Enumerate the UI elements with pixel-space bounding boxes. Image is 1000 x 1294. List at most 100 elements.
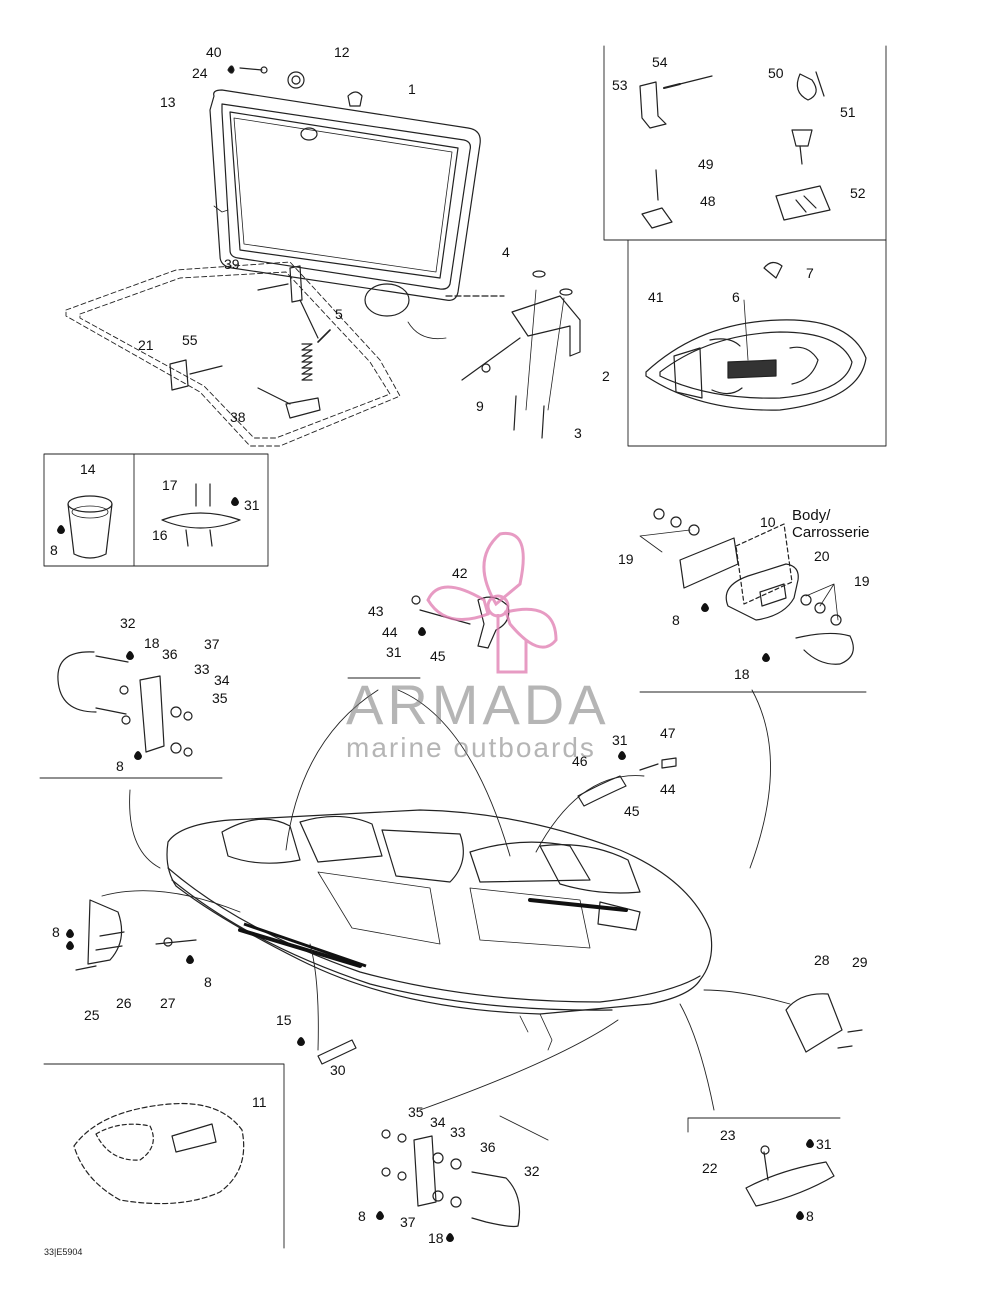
hull-decal [243, 922, 367, 968]
callout-53: 53 [612, 77, 628, 93]
callout-29: 29 [852, 954, 868, 970]
callout-1: 1 [408, 81, 416, 97]
callout-42: 42 [452, 565, 468, 581]
callout-38: 38 [230, 409, 246, 425]
callout-8-bottom: 8 [358, 1208, 366, 1224]
callout-45-top: 45 [430, 648, 446, 664]
body-label-line1: Body/ [792, 507, 831, 524]
callout-21: 21 [138, 337, 154, 353]
body-label-line2: Carrosserie [792, 524, 870, 541]
fastener-40 [227, 65, 363, 107]
callout-12: 12 [334, 44, 350, 60]
callout-49: 49 [698, 156, 714, 172]
callout-54: 54 [652, 54, 668, 70]
watermark-title: ARMADA [346, 673, 610, 736]
callout-45-mid: 45 [624, 803, 640, 819]
callout-23: 23 [720, 1127, 736, 1143]
callout-20: 20 [814, 548, 830, 564]
callout-52: 52 [850, 185, 866, 201]
storage-bin-outline [65, 261, 401, 447]
callout-35-left: 35 [212, 690, 228, 706]
callout-32-bottom: 32 [524, 1163, 540, 1179]
callout-22: 22 [702, 1160, 718, 1176]
callout-31-bottom: 31 [816, 1136, 832, 1152]
callout-8-27: 8 [204, 974, 212, 990]
callout-44-top: 44 [382, 624, 398, 640]
storage-cover-lid [209, 89, 481, 301]
callout-31-top: 31 [386, 644, 402, 660]
callout-35-bottom: 35 [408, 1104, 424, 1120]
hull-top-view-box [627, 239, 887, 447]
callout-15: 15 [276, 1012, 292, 1028]
callout-8-cup: 8 [50, 542, 58, 558]
callout-50: 50 [768, 65, 784, 81]
callout-39: 39 [224, 256, 240, 272]
bottom-right-mount [745, 1145, 835, 1207]
callout-28: 28 [814, 952, 830, 968]
callout-37-bottom: 37 [400, 1214, 416, 1230]
callout-18-right: 18 [734, 666, 750, 682]
leader-lines [39, 677, 867, 1141]
watermark-logo-icon [426, 531, 558, 674]
watercraft-hull [166, 809, 713, 1051]
callout-14: 14 [80, 461, 96, 477]
stern-hook-assembly [75, 899, 197, 971]
callout-11: 11 [252, 1094, 267, 1110]
callout-41: 41 [648, 289, 664, 305]
callout-33-left: 33 [194, 661, 210, 677]
watermark-subtitle: marine outboards [346, 732, 596, 763]
callout-8-22: 8 [806, 1208, 814, 1224]
callout-6: 6 [732, 289, 740, 305]
hardware-box-top-right [603, 45, 887, 241]
callout-37-left: 37 [204, 636, 220, 652]
callout-34-left: 34 [214, 672, 230, 688]
callout-33-bottom: 33 [450, 1124, 466, 1140]
callout-31-mid: 31 [612, 732, 628, 748]
callout-31-cleat: 31 [244, 497, 260, 513]
callout-9: 9 [476, 398, 484, 414]
callout-51: 51 [840, 104, 856, 120]
console-inset-box [43, 1063, 285, 1249]
callout-34-bottom: 34 [430, 1114, 446, 1130]
callout-18-bottom: 18 [428, 1230, 444, 1246]
callout-30: 30 [330, 1062, 346, 1078]
rear-bracket [785, 993, 863, 1053]
body-label: Body/ Carrosserie [792, 507, 870, 541]
callout-18-left: 18 [144, 635, 160, 651]
hinge-assembly [364, 270, 581, 439]
pop-up-cleat-mid [577, 757, 677, 807]
callout-10: 10 [760, 514, 776, 530]
callout-47: 47 [660, 725, 676, 741]
callout-17: 17 [162, 477, 178, 493]
callout-16: 16 [152, 527, 168, 543]
callout-19-right: 19 [854, 573, 870, 589]
callout-3: 3 [574, 425, 582, 441]
bottom-handle-assembly [381, 1129, 521, 1228]
callout-27: 27 [160, 995, 176, 1011]
callout-36-left: 36 [162, 646, 178, 662]
callout-44-mid: 44 [660, 781, 676, 797]
callout-25: 25 [84, 1007, 100, 1023]
callout-26: 26 [116, 995, 132, 1011]
callout-55: 55 [182, 332, 198, 348]
callout-13: 13 [160, 94, 176, 110]
callout-7: 7 [806, 265, 814, 281]
callout-8-stern: 8 [52, 924, 60, 940]
callout-40: 40 [206, 44, 222, 60]
latch-spring-assembly [169, 265, 331, 419]
left-handle-assembly [57, 651, 193, 757]
fastener-drop-markers [57, 497, 814, 1242]
drain-tube [317, 1039, 357, 1065]
figure-code: 33|E5904 [44, 1247, 83, 1257]
callout-46: 46 [572, 753, 588, 769]
callout-2: 2 [602, 368, 610, 384]
cup-holder-box [43, 453, 269, 567]
callout-4: 4 [502, 244, 510, 260]
callout-19-left: 19 [618, 551, 634, 567]
callout-36-bottom: 36 [480, 1139, 496, 1155]
callout-8-plate: 8 [672, 612, 680, 628]
callout-24: 24 [192, 65, 208, 81]
callout-48: 48 [700, 193, 716, 209]
callout-5: 5 [335, 306, 343, 322]
